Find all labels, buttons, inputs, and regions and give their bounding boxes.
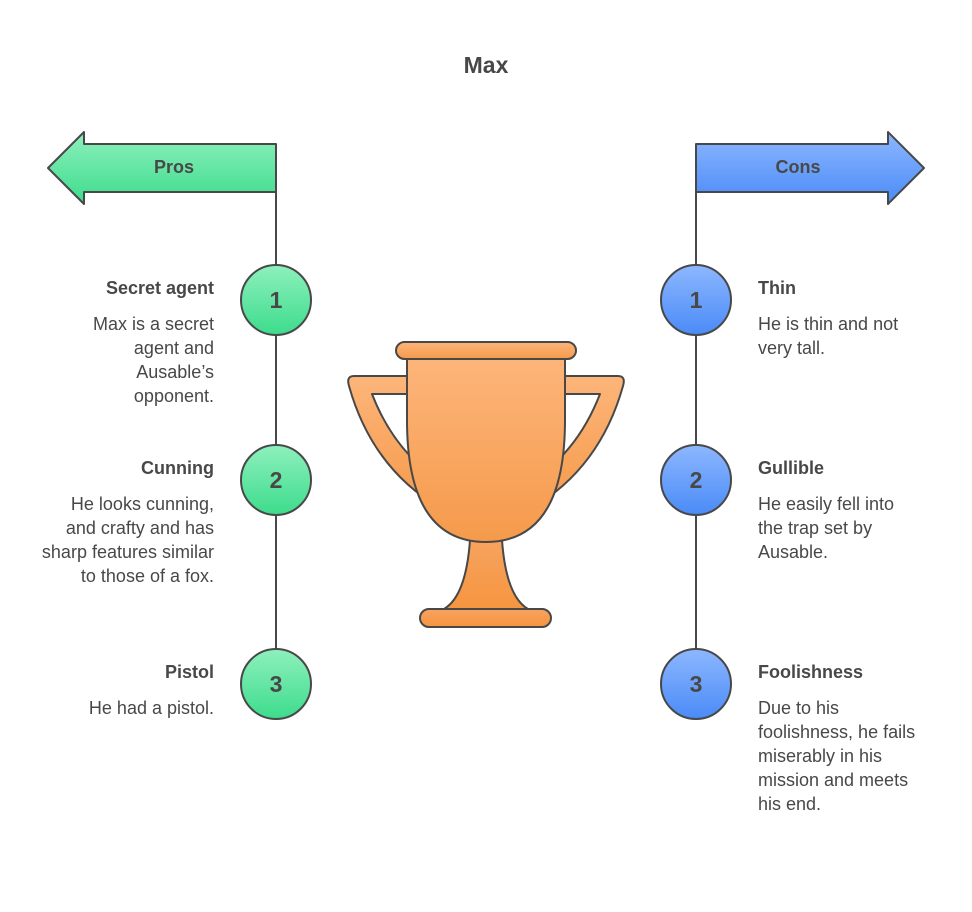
pros-item-1: Secret agent Max is a secret agent and A…: [29, 276, 214, 408]
pros-circle-3: [240, 648, 312, 720]
cons-arrow: [695, 131, 925, 205]
cons-circle-2: [660, 444, 732, 516]
pros-item-title: Pistol: [164, 662, 214, 682]
trophy-icon: [347, 341, 625, 628]
cons-number-2: 2: [689, 467, 703, 493]
cons-item-title: Foolishness: [758, 662, 864, 682]
cons-item-1: Thin He is thin and not very tall.: [758, 276, 943, 360]
pros-number-1: 1: [269, 287, 283, 313]
pros-label: Pros: [153, 157, 195, 177]
pros-item-description: He looks cunning, and crafty and has sha…: [41, 494, 214, 586]
pros-circle-2: [240, 444, 312, 516]
cons-item-description: He is thin and not very tall.: [758, 314, 899, 358]
pros-item-description: Max is a secret agent and Ausable’s oppo…: [92, 314, 214, 406]
pros-circle-1: [240, 264, 312, 336]
pros-item-description: He had a pistol.: [88, 698, 214, 718]
cons-circle-3: [660, 648, 732, 720]
cons-label: Cons: [775, 157, 821, 177]
cons-item-description: Due to his foolishness, he fails miserab…: [758, 698, 916, 814]
cons-item-3: Foolishness Due to his foolishness, he f…: [758, 660, 943, 816]
cons-item-description: He easily fell into the trap set by Ausa…: [758, 494, 895, 562]
pros-item-2: Cunning He looks cunning, and crafty and…: [29, 456, 214, 588]
pros-item-3: Pistol He had a pistol.: [29, 660, 214, 720]
pros-number-3: 3: [269, 671, 283, 697]
cons-circle-1: [660, 264, 732, 336]
cons-item-title: Gullible: [758, 458, 825, 478]
cons-number-1: 1: [689, 287, 703, 313]
pros-number-2: 2: [269, 467, 283, 493]
cons-item-title: Thin: [758, 278, 796, 298]
cons-item-2: Gullible He easily fell into the trap se…: [758, 456, 943, 564]
cons-number-3: 3: [689, 671, 703, 697]
diagram-title: Max: [463, 52, 509, 78]
pros-arrow: [47, 131, 277, 205]
pros-item-title: Secret agent: [105, 278, 214, 298]
pros-item-title: Cunning: [141, 458, 214, 478]
